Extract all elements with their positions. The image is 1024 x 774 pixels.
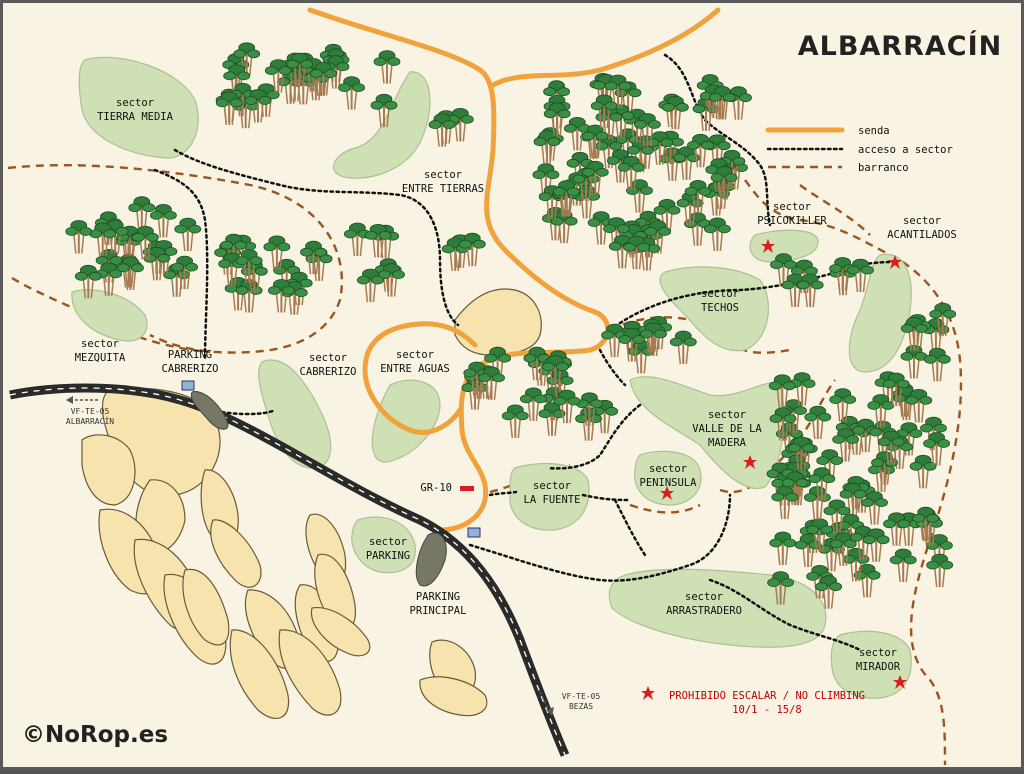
sector-area-arrastradero xyxy=(608,568,827,648)
sector-area-peninsula xyxy=(633,450,702,506)
trails xyxy=(307,7,721,533)
sector-area-entre-tierras xyxy=(332,71,431,179)
legend: senda acceso a sector barranco xyxy=(765,125,953,174)
sector-area-mirador xyxy=(830,630,912,699)
gr10-marker xyxy=(460,486,474,491)
map-credit: ©NoRop.es xyxy=(22,722,168,748)
sector-area-tierra-media xyxy=(78,56,199,159)
sector-area-psicokiller xyxy=(749,229,819,263)
boulders xyxy=(81,288,542,719)
parking-cabrerizo-area xyxy=(190,391,229,430)
sector-areas xyxy=(71,56,912,699)
sector-area-acantilados xyxy=(848,253,912,373)
parking-principal-sign xyxy=(467,527,481,538)
gr10-label: GR-10 xyxy=(420,482,452,494)
sector-area-parking xyxy=(351,516,416,574)
parking-principal-area xyxy=(415,532,447,587)
sector-area-techos xyxy=(659,266,769,352)
legend-barranco-label: barranco xyxy=(858,162,909,174)
map-title: ALBARRACÍN xyxy=(798,30,1003,62)
sector-area-la-fuente xyxy=(509,462,590,531)
parking-cabrerizo-sign xyxy=(181,380,195,391)
road xyxy=(9,383,570,757)
legend-senda-label: senda xyxy=(858,125,890,137)
legend-acceso-label: acceso a sector xyxy=(858,144,953,156)
sector-area-entre-aguas xyxy=(371,379,441,463)
